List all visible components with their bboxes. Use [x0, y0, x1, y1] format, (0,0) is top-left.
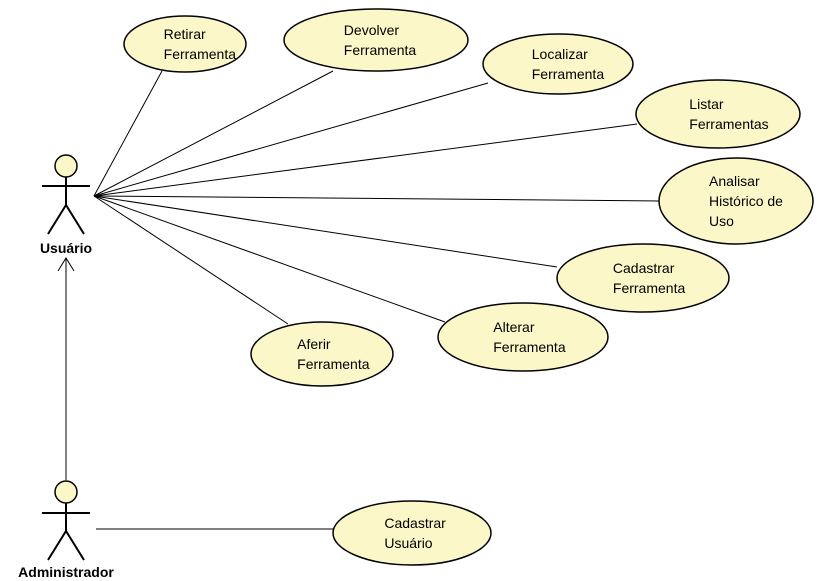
use-case-cadastrar-usuario-label: Usuário — [384, 535, 432, 551]
use-case-localizar-label: Ferramenta — [532, 66, 605, 82]
actor-administrador[interactable]: Administrador — [18, 480, 114, 580]
use-case-aferir-label: Ferramenta — [297, 356, 370, 372]
actor-administrador-head — [54, 480, 78, 504]
association-usuario-cadastrar-ferramenta — [93, 195, 558, 268]
use-case-analisar-label: Analisar — [709, 173, 760, 189]
use-case-localizar-label: Localizar — [532, 46, 588, 62]
use-case-cadastrar-usuario-shape — [332, 500, 492, 566]
use-case-cadastrar-ferramenta-label: Ferramenta — [613, 280, 686, 296]
associations-layer — [93, 70, 660, 530]
use-case-devolver-shape — [283, 8, 469, 72]
use-case-aferir-shape — [250, 321, 394, 387]
actor-usuario-head — [54, 154, 78, 178]
association-usuario-analisar — [93, 195, 660, 202]
actor-usuario-label: Usuário — [40, 240, 92, 256]
use-case-listar-label: Listar — [689, 96, 724, 112]
use-case-cadastrar-usuario-label: Cadastrar — [384, 515, 446, 531]
actor-administrador-label: Administrador — [18, 564, 114, 580]
association-usuario-devolver — [93, 70, 334, 197]
use-case-localizar-shape — [482, 33, 634, 95]
use-case-devolver-label: Devolver — [344, 22, 400, 38]
use-case-alterar-label: Ferramenta — [493, 339, 566, 355]
use-case-cadastrar-ferramenta-label: Cadastrar — [613, 260, 675, 276]
association-usuario-alterar — [93, 195, 446, 323]
association-usuario-listar — [93, 123, 638, 197]
use-case-retirar-label: Ferramenta — [164, 46, 237, 62]
association-usuario-aferir — [93, 195, 289, 325]
use-case-listar-label: Ferramentas — [689, 116, 768, 132]
use-case-retirar-label: Retirar — [164, 26, 206, 42]
actor-usuario[interactable]: Usuário — [40, 154, 92, 256]
generalization-administrador-usuario — [57, 257, 75, 480]
use-case-analisar-label: Uso — [709, 213, 734, 229]
use-case-retirar-shape — [123, 15, 247, 73]
use-case-listar-shape — [635, 79, 801, 149]
association-usuario-localizar — [93, 82, 489, 197]
use-case-cadastrar-ferramenta-shape — [556, 243, 730, 313]
use-case-alterar-label: Alterar — [493, 319, 535, 335]
use-case-alterar-shape — [437, 302, 609, 372]
use-case-analisar-label: Histórico de — [709, 193, 783, 209]
use-case-analisar-shape — [658, 157, 814, 245]
use-case-devolver-label: Ferramenta — [344, 42, 417, 58]
use-case-aferir-label: Aferir — [297, 336, 331, 352]
association-usuario-retirar — [93, 70, 163, 197]
